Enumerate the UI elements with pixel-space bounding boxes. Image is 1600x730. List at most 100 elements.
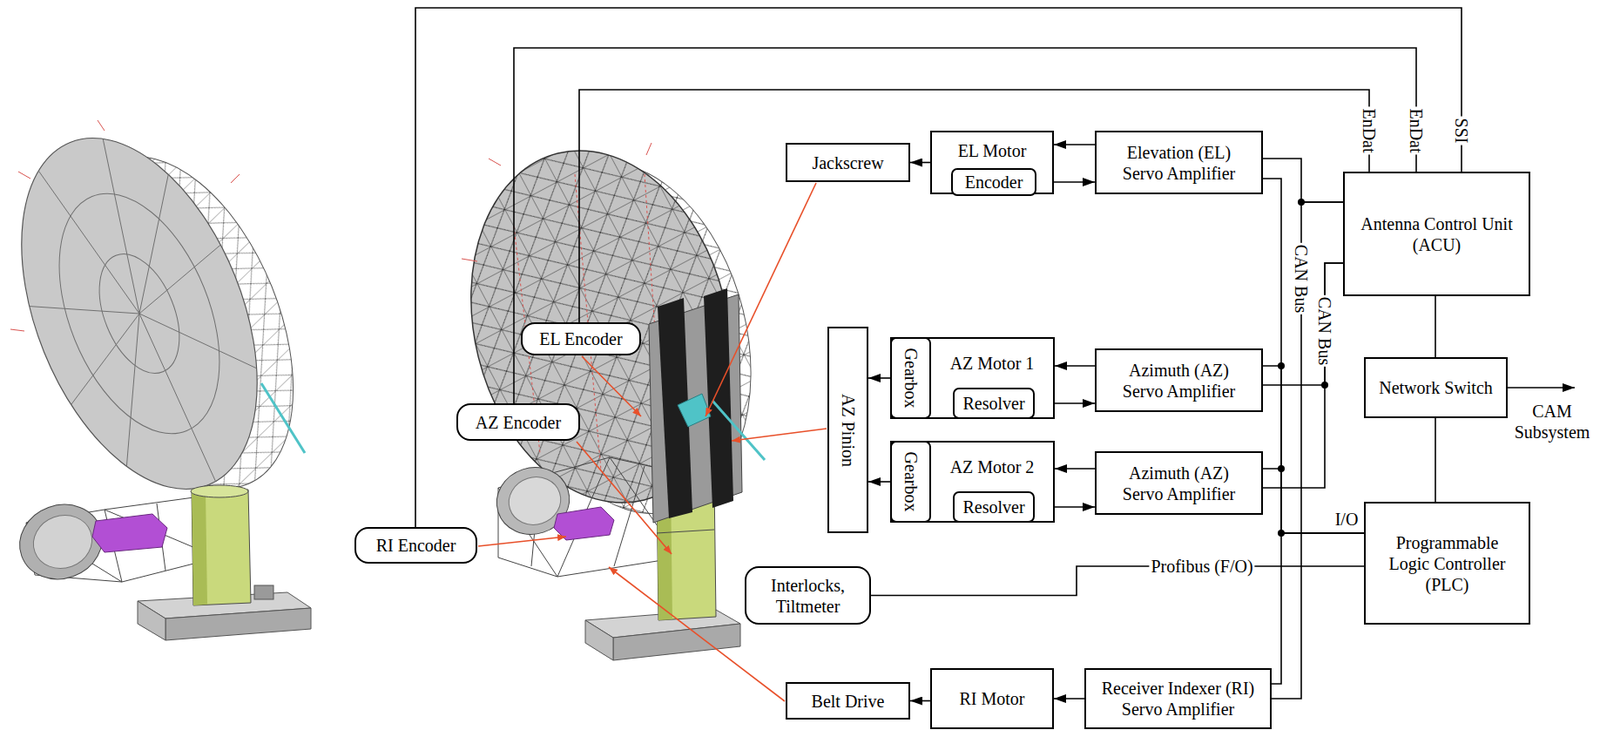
antenna-render-detailed-part — [435, 122, 768, 531]
motor-box: RI Motor — [930, 668, 1054, 730]
junction-dot — [1297, 198, 1305, 206]
antenna-render-left-part — [261, 383, 305, 453]
antenna-render-left-part — [190, 485, 249, 498]
servo-amplifier-box: Receiver Indexer (RI) Servo Amplifier — [1084, 668, 1272, 730]
connector-line — [1262, 158, 1344, 203]
motor-box: EL MotorEncoder — [930, 130, 1054, 195]
connector-line — [1434, 418, 1437, 502]
output-label: CAM Subsystem — [1508, 400, 1596, 443]
box-label: Elevation (EL) Servo Amplifier — [1107, 141, 1251, 184]
pinion-box: AZ Pinion — [827, 326, 869, 534]
port-label: I/O — [1333, 508, 1361, 530]
connector-line — [1262, 468, 1364, 534]
leader-lines-part — [478, 536, 567, 547]
box-label: Gearbox — [900, 452, 922, 513]
connector-arrow — [868, 377, 891, 379]
antenna-render-left-part — [165, 607, 311, 641]
leader-lines-part — [731, 428, 827, 441]
gearbox-box: Gearbox — [890, 337, 932, 419]
signal-label: EnDat — [1405, 106, 1427, 155]
box-label: RI Motor — [959, 688, 1026, 709]
box-label: Belt Drive — [811, 690, 885, 712]
encoder-box: Encoder — [951, 168, 1037, 196]
connector-arrow — [910, 700, 931, 703]
antenna-render-detailed-part — [435, 122, 768, 531]
connector-line — [579, 89, 1370, 323]
controller-box: Antenna Control Unit (ACU) — [1343, 171, 1531, 297]
box-label: Interlocks, Tiltmeter — [756, 574, 859, 617]
connector-line — [1271, 533, 1364, 684]
signal-label: SSI — [1451, 116, 1472, 146]
antenna-render-detailed-part — [613, 623, 741, 661]
antenna-render-detailed-part — [677, 393, 711, 427]
junction-dot — [1277, 465, 1285, 473]
motor-box: AZ Motor 1 GearboxResolver — [890, 337, 1055, 419]
box-label: EL Motor — [931, 132, 1053, 169]
antenna-render-left-part — [191, 489, 251, 606]
box-label: Azimuth (AZ) Servo Amplifier — [1107, 359, 1251, 402]
connector-arrow — [1053, 697, 1085, 700]
motor-box: AZ Motor 2 GearboxResolver — [890, 440, 1055, 523]
gearbox-box: Gearbox — [890, 440, 932, 523]
box-label: RI Encoder — [376, 534, 457, 556]
leader-lines-part — [576, 441, 672, 554]
bus-label: CAN Bus — [1314, 295, 1336, 367]
connector-line — [870, 566, 1364, 596]
leader-lines-part — [705, 182, 817, 417]
antenna-render-detailed-part — [656, 529, 715, 534]
servo-amplifier-box: Elevation (EL) Servo Amplifier — [1094, 130, 1263, 195]
antenna-render-left-part — [0, 103, 304, 524]
box-label: Antenna Control Unit (ACU) — [1355, 213, 1519, 256]
junction-dot — [1321, 381, 1329, 389]
resolver-box: Resolver — [952, 491, 1035, 523]
callout-box: RI Encoder — [354, 526, 478, 564]
antenna-render-left-part — [191, 491, 208, 606]
servo-amplifier-box: Azimuth (AZ) Servo Amplifier — [1094, 451, 1263, 515]
box-label: AZ Motor 2 — [931, 442, 1054, 492]
output-arrow — [1507, 386, 1575, 389]
box-label: EL Encoder — [539, 328, 622, 350]
antenna-render-left-part — [137, 600, 166, 641]
callout-box: AZ Encoder — [456, 403, 581, 441]
connector-arrow — [910, 162, 931, 164]
junction-dot — [1277, 362, 1285, 370]
leader-lines-part — [581, 356, 642, 417]
box-label: Azimuth (AZ) Servo Amplifier — [1107, 462, 1251, 505]
antenna-render-left-part — [92, 513, 168, 553]
antenna-render-detailed-part — [585, 620, 614, 661]
connector-line — [1262, 365, 1364, 534]
antenna-render-left-part — [10, 120, 240, 331]
box-label: Gearbox — [900, 348, 922, 409]
switch-box: Network Switch — [1363, 357, 1508, 419]
antenna-render-detailed-part — [712, 400, 765, 460]
connector-line — [1434, 296, 1437, 358]
antenna-render-left-part — [26, 506, 100, 577]
connector-arrow — [1054, 364, 1095, 367]
signal-label: EnDat — [1358, 106, 1380, 155]
servo-amplifier-box: Azimuth (AZ) Servo Amplifier — [1094, 348, 1263, 412]
antenna-render-left-part-part — [8, 104, 271, 523]
antenna-render-detailed-part — [703, 288, 734, 508]
box-label: Programmable Logic Controller (PLC) — [1376, 532, 1519, 595]
sensor-box: Interlocks, Tiltmeter — [744, 566, 871, 625]
antenna-render-left-part — [8, 104, 271, 523]
connector-arrow — [868, 480, 891, 483]
box-label: Network Switch — [1378, 377, 1493, 399]
part-box: Jackscrew — [785, 142, 911, 183]
box-label: Resolver — [962, 392, 1025, 414]
box-label: AZ Encoder — [475, 411, 561, 433]
box-label: AZ Pinion — [837, 393, 859, 467]
antenna-render-detailed-part — [461, 142, 652, 415]
connector-line — [415, 7, 1462, 527]
antenna-render-left — [0, 103, 338, 641]
box-label: Resolver — [962, 496, 1025, 518]
box-label: AZ Motor 1 — [931, 338, 1054, 388]
junction-dot — [1277, 529, 1285, 537]
controller-box: Programmable Logic Controller (PLC) — [1363, 501, 1531, 625]
antenna-render-detailed — [435, 122, 787, 661]
connector-arrow — [1053, 143, 1095, 146]
box-label: Jackscrew — [811, 152, 884, 174]
callout-box: EL Encoder — [520, 322, 642, 356]
